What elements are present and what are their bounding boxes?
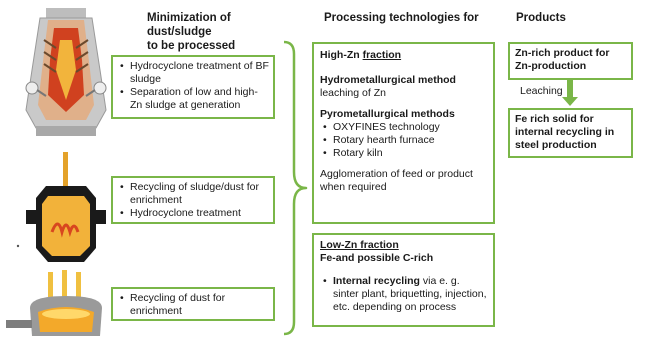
pyrometallurgical-heading: Pyrometallurgical methods [320,108,455,120]
low-zn-fraction-box: Low-Zn fraction Fe-and possible C-rich I… [312,233,495,327]
minimization-box-1: Hydrocyclone treatment of BF sludge Sepa… [111,55,275,119]
high-zn-fraction-box: High-Zn fraction Hydrometallurgical meth… [312,42,495,224]
leaching-arrow-head [562,97,578,106]
processing-header: Processing technologies for [324,12,479,24]
fe-rich-solid-box: Fe rich solid for internal recycling in … [508,108,633,158]
electric-arc-furnace-icon [6,270,102,336]
converter-icon [16,152,106,262]
low-zn-subtitle: Fe-and possible C-rich [320,252,434,264]
minimization-box-2: Recycling of sludge/dust for enrichment … [111,176,275,224]
hydrometallurgical-heading: Hydrometallurgical method [320,74,456,86]
list-item: Hydrocyclone treatment [120,207,269,220]
list-item: Recycling of dust for enrichment [120,292,269,318]
minimization-box-3: Recycling of dust for enrichment [111,287,275,321]
grouping-brace [283,40,308,336]
agglomeration-text: Agglomeration of feed or product when re… [320,168,473,193]
minimization-header: Minimization of dust/sludge to be proces… [147,12,236,52]
list-item: Separation of low and high-Zn sludge at … [120,86,269,112]
list-item: OXYFINES technology [323,121,487,134]
furnace-illustrations [6,8,107,336]
blast-furnace-icon [25,8,107,136]
list-item: Rotary kiln [323,147,487,160]
leaching-label: Leaching [520,85,563,97]
list-item: Hydrocyclone treatment of BF sludge [120,60,269,86]
hydrometallurgical-text: leaching of Zn [320,87,386,99]
high-zn-title: High-Zn fraction [320,49,402,61]
leaching-arrow-shaft [567,80,573,98]
products-header: Products [516,12,566,24]
list-item: Recycling of sludge/dust for enrichment [120,181,269,207]
zn-rich-product-box: Zn-rich product for Zn-production [508,42,633,80]
low-zn-title: Low-Zn fraction [320,239,399,251]
list-item: Rotary hearth furnace [323,134,487,147]
list-item: Internal recycling via e. g. sinter plan… [323,275,487,314]
